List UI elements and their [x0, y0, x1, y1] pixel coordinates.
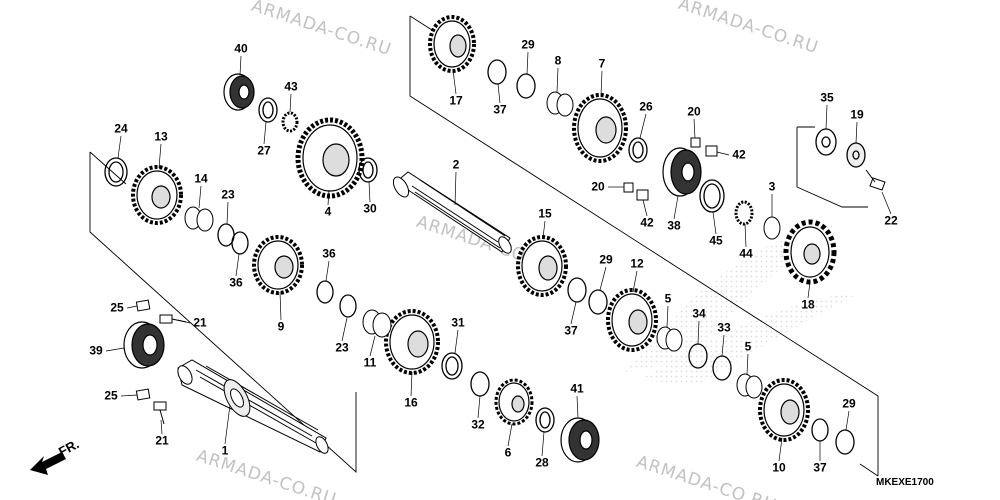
part-callout-label: 25 [104, 388, 118, 403]
washers [104, 59, 866, 455]
part-callout-label: 33 [717, 320, 731, 335]
part-callout-label: 20 [591, 179, 605, 194]
part-callout-label: 17 [449, 93, 463, 108]
part-callout-label: 23 [335, 340, 349, 355]
part-callout-label: 41 [570, 381, 584, 396]
part-callout-label: 29 [842, 396, 856, 411]
bearing-39 [123, 321, 165, 369]
part-callout-label: 12 [630, 256, 644, 271]
part-callout-label: 14 [194, 171, 208, 186]
diagram-code: MKEXE1700 [876, 477, 934, 488]
part-callout-label: 21 [155, 433, 169, 448]
part-callout-label: 7 [598, 56, 606, 71]
gear-9 [252, 235, 304, 295]
part-callout-label: 20 [687, 104, 701, 119]
part-callout-label: 29 [599, 252, 613, 267]
bearing-38 [662, 147, 702, 197]
part-callout-label: 36 [229, 275, 243, 290]
part-callout-label: 40 [234, 41, 248, 56]
part-callout-label: 16 [404, 395, 418, 410]
gear-6 [494, 378, 534, 426]
part-callout-label: 35 [820, 90, 834, 105]
gear-12 [606, 288, 658, 352]
gear-13 [131, 165, 183, 225]
part-callout-label: 13 [154, 129, 168, 144]
gear-4 [295, 117, 365, 199]
part-callout-label: 4 [324, 204, 332, 219]
part-callout-label: 30 [363, 201, 377, 216]
part-callout-label: 18 [801, 297, 815, 312]
countershaft-2 [392, 171, 512, 254]
bearing-40 [223, 73, 255, 111]
part-callout-label: 42 [732, 147, 746, 162]
part-callout-label: 32 [471, 417, 485, 432]
part-callout-label: 10 [772, 460, 786, 475]
bearing-41 [560, 417, 600, 463]
part-callout-label: 45 [709, 233, 723, 248]
leader-lines [105, 51, 892, 462]
part-callout-label: 43 [284, 79, 298, 94]
part-callout-label: 42 [640, 215, 654, 230]
part-callout-label: 34 [692, 306, 706, 321]
part-callout-label: 37 [493, 102, 507, 117]
part-callout-label: 8 [554, 53, 562, 68]
gear-7 [572, 93, 628, 163]
part-callout-label: 6 [504, 445, 512, 460]
part-callout-label: 28 [535, 455, 549, 470]
part-callout-label: 5 [744, 339, 752, 354]
gear-17 [428, 15, 476, 73]
part-callout-label: 11 [363, 355, 377, 370]
part-callout-label: 27 [257, 143, 271, 158]
part-callout-label: 2 [452, 157, 460, 172]
part-callout-label: 31 [451, 315, 465, 330]
mainshaft-1 [177, 359, 329, 454]
gear-10 [758, 378, 810, 442]
part-callout-label: 3 [768, 179, 776, 194]
part-callout-label: 38 [667, 218, 681, 233]
part-callout-label: 36 [322, 246, 336, 261]
part-callout-label: 25 [110, 300, 124, 315]
fasteners [135, 137, 886, 425]
part-callout-label: 5 [664, 291, 672, 306]
part-callout-label: 26 [639, 99, 653, 114]
part-callout-label: 15 [538, 206, 552, 221]
gear-15 [516, 235, 568, 297]
group-brackets [89, 15, 879, 477]
part-callout-label: 23 [221, 187, 235, 202]
part-callout-label: 44 [739, 246, 753, 261]
part-callout-label: 39 [89, 343, 103, 358]
part-callout-label: 1 [221, 443, 229, 458]
part-callout-label: 22 [884, 213, 898, 228]
gear-16 [384, 309, 440, 375]
part-callout-label: 24 [114, 121, 128, 136]
part-callout-label: 37 [564, 323, 578, 338]
part-callout-label: 37 [813, 460, 827, 475]
bushings [184, 91, 781, 399]
part-callout-label: 29 [521, 37, 535, 52]
part-callout-label: 21 [193, 315, 207, 330]
part-callout-label: 9 [277, 319, 285, 334]
part-callout-label: 19 [850, 107, 864, 122]
front-direction-arrow [30, 452, 66, 475]
